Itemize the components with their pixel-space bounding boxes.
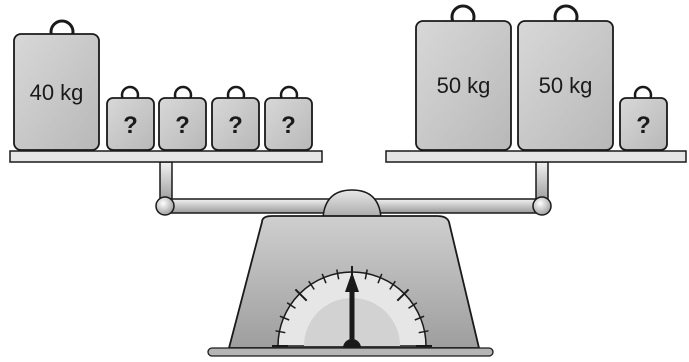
- weight-50kg: 50 kg: [518, 6, 613, 150]
- weight-unknown: ?: [212, 87, 259, 150]
- left-pan: 40 kg ? ? ? ?: [10, 21, 322, 162]
- weight-unknown: ?: [159, 87, 206, 150]
- weight-label: 50 kg: [437, 73, 491, 98]
- weight-label: ?: [636, 112, 651, 139]
- weight-label: ?: [281, 112, 296, 139]
- weight-unknown: ?: [265, 87, 312, 150]
- weight-40kg: 40 kg: [14, 21, 99, 150]
- weight-unknown: ?: [620, 87, 667, 150]
- weight-label: ?: [175, 112, 190, 139]
- balance-beam: [156, 162, 551, 218]
- weight-label: 40 kg: [30, 80, 84, 105]
- weight-label: ?: [123, 112, 138, 139]
- weight-label: 50 kg: [539, 73, 593, 98]
- weight-unknown: ?: [107, 87, 154, 150]
- right-pan: 50 kg 50 kg ?: [386, 6, 686, 162]
- weight-50kg: 50 kg: [416, 6, 511, 150]
- weight-label: ?: [228, 112, 243, 139]
